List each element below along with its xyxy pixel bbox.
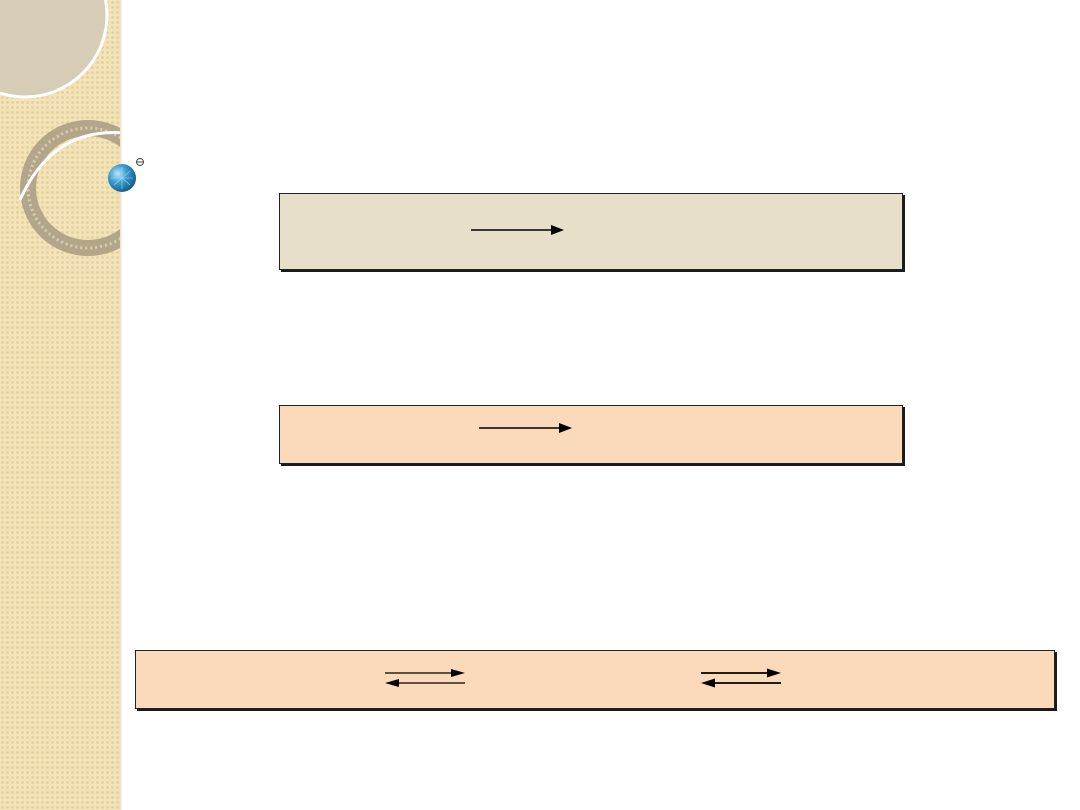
reaction-box-2 <box>279 405 903 464</box>
right-arrow-icon <box>479 423 572 433</box>
sidebar-edge <box>119 0 122 810</box>
right-arrow-icon <box>471 225 564 235</box>
equilibrium-box <box>135 650 1055 709</box>
large-arc-outline <box>0 0 109 99</box>
equilibrium-arrows-icon <box>701 668 781 688</box>
large-arc-disc <box>0 0 107 97</box>
globe-orb-lines <box>111 167 133 189</box>
equilibrium-arrows-icon <box>385 669 465 687</box>
white-swoosh <box>18 131 120 201</box>
textured-ring <box>20 120 120 256</box>
decorative-rings <box>0 0 144 256</box>
reaction-box-1 <box>279 193 903 270</box>
